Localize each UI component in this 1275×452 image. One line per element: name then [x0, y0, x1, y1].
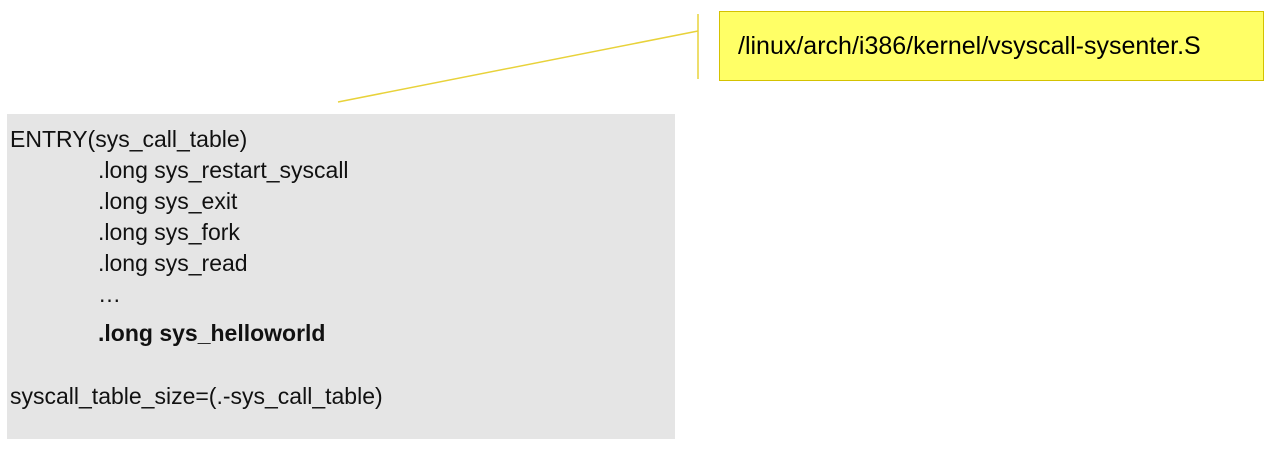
code-line: .long sys_restart_syscall [98, 157, 349, 183]
code-blank-line [10, 357, 675, 381]
code-footer-line: syscall_table_size=(.-sys_call_table) [10, 383, 383, 409]
code-line: .long sys_read [98, 250, 248, 276]
connector-diagonal [337, 30, 699, 103]
file-path-callout: /linux/arch/i386/kernel/vsyscall-sysente… [719, 11, 1264, 81]
code-highlight-line: .long sys_helloworld [98, 320, 326, 346]
code-ellipsis: … [98, 281, 121, 307]
code-line: .long sys_exit [98, 188, 238, 214]
code-line: .long sys_fork [98, 219, 240, 245]
file-path-label: /linux/arch/i386/kernel/vsyscall-sysente… [738, 31, 1201, 60]
code-entry-line: ENTRY(sys_call_table) [10, 126, 248, 152]
code-listing: ENTRY(sys_call_table) .long sys_restart_… [7, 114, 675, 439]
